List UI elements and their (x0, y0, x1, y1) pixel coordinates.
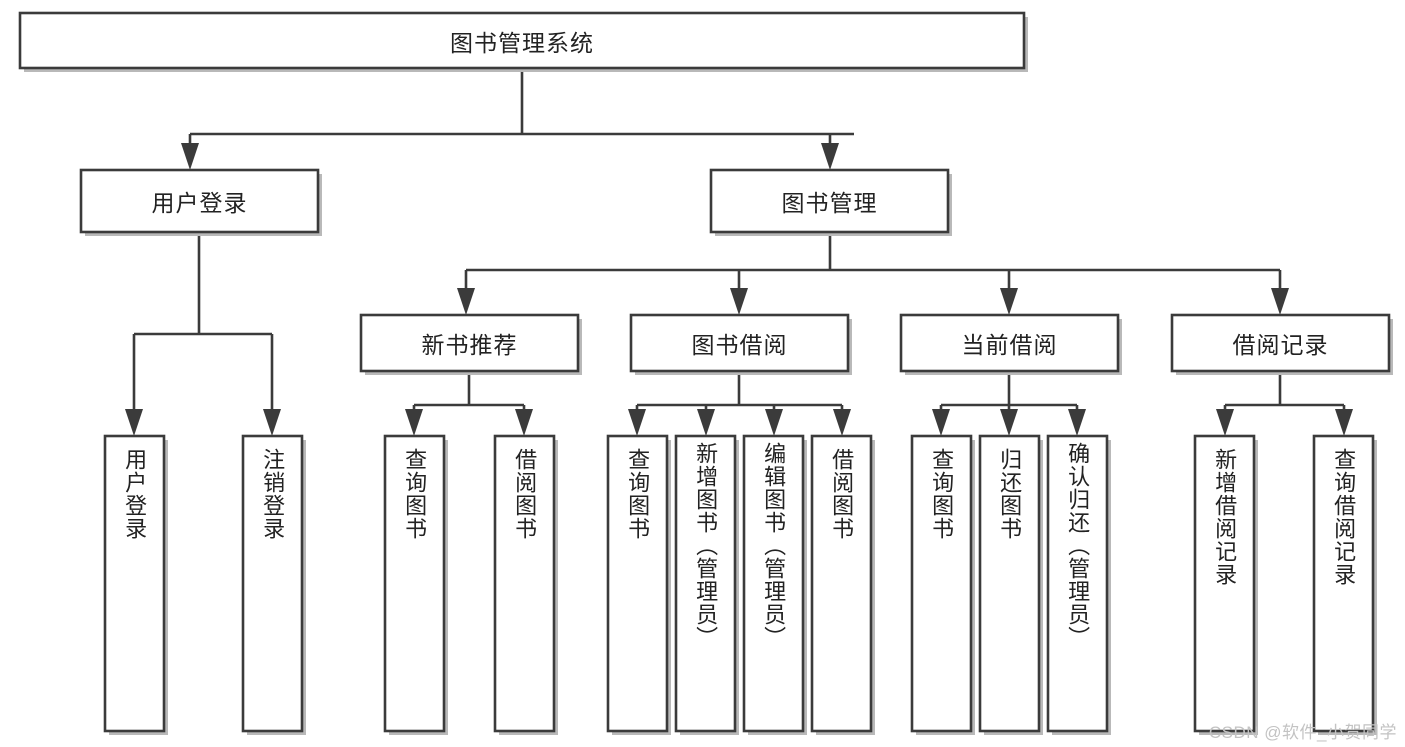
leaf-box-book-borrow-3[interactable] (810, 434, 873, 733)
connector-bookmgmt-to-level2 (457, 232, 1289, 315)
root-box[interactable] (18, 11, 1026, 70)
connector-newbook-to-leaves (405, 375, 533, 436)
level1-box-book-management[interactable] (709, 168, 950, 234)
leaf-box-user-login-1[interactable] (241, 434, 304, 733)
connector-userlogin-to-leaves (125, 232, 281, 436)
leaf-box-borrow-record-1[interactable] (1312, 434, 1375, 733)
leaf-box-borrow-record-0[interactable] (1193, 434, 1256, 733)
leaf-box-current-borrow-1[interactable] (978, 434, 1041, 733)
level2-box-borrow-record[interactable] (1170, 313, 1391, 373)
leaf-box-book-borrow-0[interactable] (606, 434, 669, 733)
level1-box-user-login[interactable] (79, 168, 320, 234)
level2-box-current-borrow[interactable] (899, 313, 1120, 373)
leaf-box-current-borrow-2[interactable] (1046, 434, 1109, 733)
connector-borrowrecord-to-leaves (1216, 375, 1353, 436)
leaf-box-book-borrow-2[interactable] (742, 434, 805, 733)
leaf-box-current-borrow-0[interactable] (910, 434, 973, 733)
leaf-box-new-book-1[interactable] (493, 434, 556, 733)
level2-box-book-borrow[interactable] (629, 313, 850, 373)
connector-bookborrow-to-leaves (628, 375, 851, 436)
csdn-watermark: CSDN @软件_小贺同学 (1208, 723, 1397, 742)
leaf-box-user-login-0[interactable] (103, 434, 166, 733)
leaf-box-new-book-0[interactable] (383, 434, 446, 733)
connector-root-to-level1 (181, 68, 854, 170)
leaf-box-book-borrow-1[interactable] (674, 434, 737, 733)
connector-currentborrow-to-leaves (932, 375, 1086, 436)
level2-box-new-book-recommend[interactable] (359, 313, 580, 373)
